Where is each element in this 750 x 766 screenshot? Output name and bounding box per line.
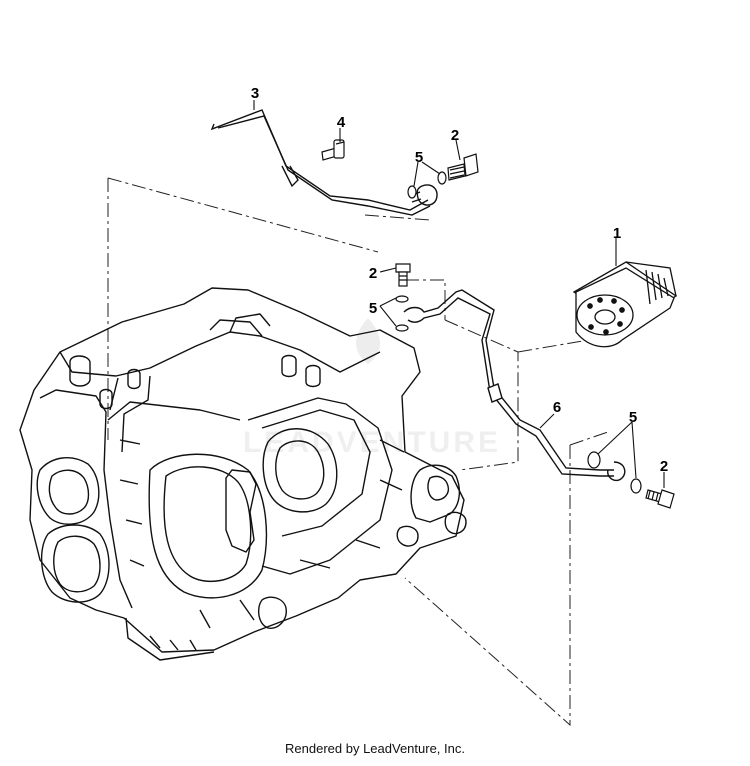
callout-4-bolt-small: 4 — [337, 114, 346, 131]
engine-crankcase — [19, 287, 467, 661]
bolt-part-2-right — [645, 489, 675, 509]
callout-2-bolt-right: 2 — [660, 458, 668, 475]
guide-line-pipe-lower — [444, 319, 519, 471]
washers-part-5-mid — [395, 295, 409, 332]
watermark-text: LEADVENTURE — [243, 426, 501, 459]
guide-line-bolt-mid — [405, 279, 446, 320]
callout-2-bolt-mid: 2 — [369, 265, 377, 282]
bolt-part-2-top — [447, 153, 479, 181]
callout-labels: 1 2 2 2 3 4 5 5 5 6 — [251, 85, 668, 475]
leader-bolt-top — [455, 139, 461, 161]
leader-pipe-lower — [539, 413, 555, 429]
oil-pipe-upper — [210, 109, 438, 216]
washers-part-5-right — [587, 451, 642, 494]
leader-washer-right — [597, 421, 637, 479]
callout-1-filter: 1 — [613, 225, 621, 242]
watermark: LEADVENTURE — [243, 318, 501, 459]
callout-5-washer-top: 5 — [415, 149, 423, 166]
assembly-guide-lines — [107, 177, 609, 727]
washers-part-5-top — [407, 171, 447, 199]
watermark-flame-icon — [356, 318, 380, 364]
bolt-part-2-mid — [395, 263, 411, 287]
oil-filter-part-1 — [572, 261, 678, 348]
callout-3-pipe-upper: 3 — [251, 85, 259, 102]
leader-bolt-mid — [379, 267, 397, 273]
callout-2-bolt-top: 2 — [451, 127, 459, 144]
callout-5-washer-mid: 5 — [369, 300, 377, 317]
guide-line-washer — [569, 431, 609, 446]
oil-pipe-lower — [403, 289, 626, 482]
leader-washer-top — [413, 161, 441, 187]
callout-6-pipe-lower: 6 — [553, 399, 561, 416]
guide-line-pipe-upper — [364, 214, 431, 221]
callout-5-washer-right: 5 — [629, 409, 637, 426]
render-credit: Rendered by LeadVenture, Inc. — [285, 741, 465, 756]
guide-line-right — [404, 445, 571, 727]
leader-lines — [253, 100, 665, 488]
leader-washer-mid — [379, 297, 397, 327]
bolt-part-4 — [321, 139, 345, 161]
guide-line-top — [107, 177, 379, 253]
